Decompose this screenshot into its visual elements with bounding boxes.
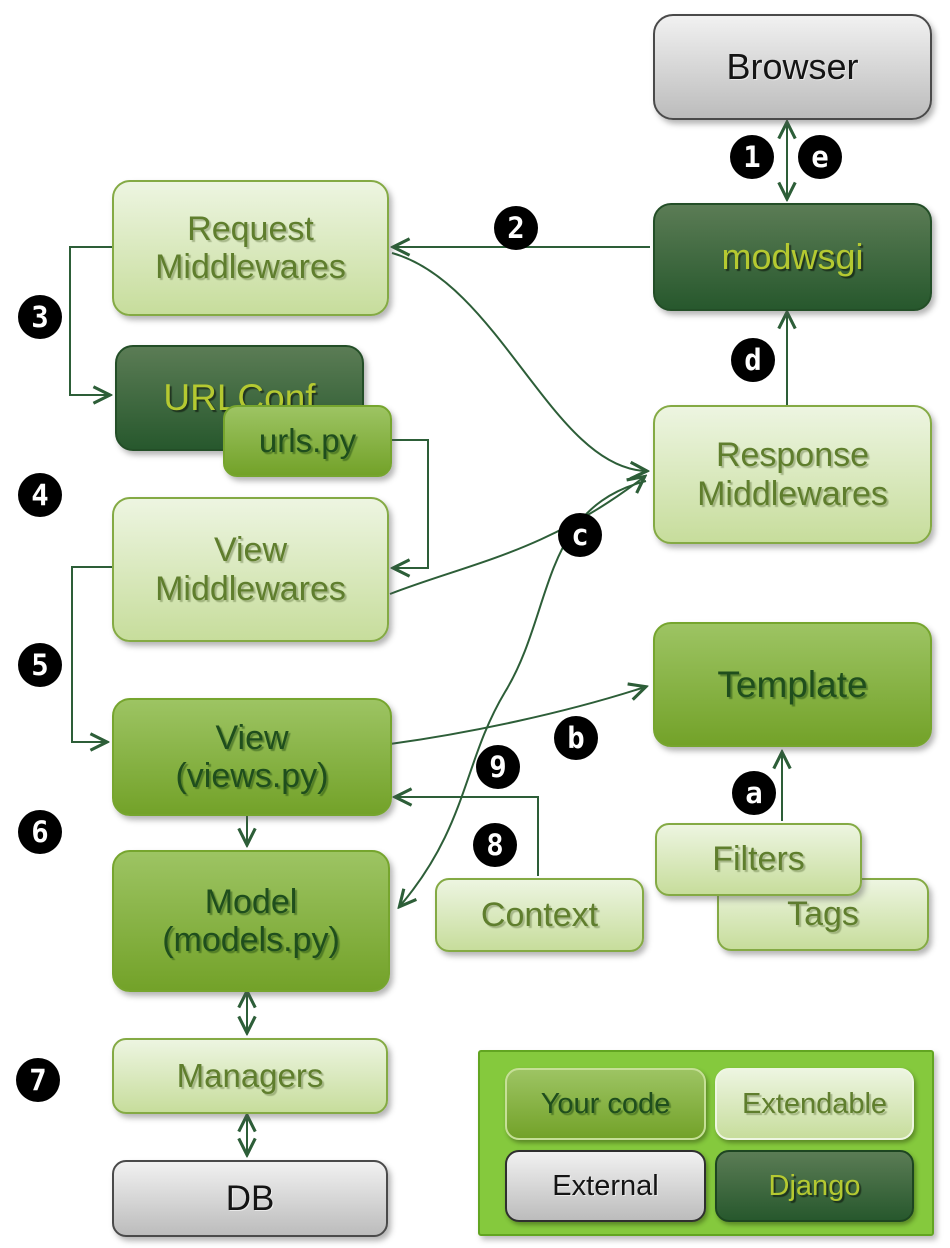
edge-urlspy-viewmw [389, 439, 429, 568]
step-badge-e: e [798, 135, 842, 179]
node-urls-py: urls.py [223, 405, 392, 477]
step-badge-6: 6 [18, 810, 62, 854]
step-badge-3: 3 [18, 295, 62, 339]
step-badge-5: 5 [18, 643, 62, 687]
edge-responsemw-model [400, 480, 647, 906]
step-badge-1: 1 [730, 135, 774, 179]
step-badge-8: 8 [473, 823, 517, 867]
step-badge-c: c [558, 513, 602, 557]
legend-item-your-code: Your code [505, 1068, 706, 1140]
node-filters: Filters [655, 823, 862, 896]
legend: Your code Extendable External Django [478, 1050, 934, 1236]
edge-viewmw-view [71, 566, 113, 742]
legend-item-django: Django [715, 1150, 914, 1222]
node-managers: Managers [112, 1038, 388, 1114]
node-view: View (views.py) [112, 698, 392, 816]
legend-item-external: External [505, 1150, 706, 1222]
step-badge-7: 7 [16, 1058, 60, 1102]
node-browser: Browser [653, 14, 932, 120]
node-db: DB [112, 1160, 388, 1237]
node-modwsgi: modwsgi [653, 203, 932, 311]
step-badge-4: 4 [18, 473, 62, 517]
step-badge-a: a [732, 771, 776, 815]
node-context: Context [435, 878, 644, 952]
step-badge-2: 2 [494, 206, 538, 250]
step-badge-9: 9 [476, 745, 520, 789]
edge-context-view [396, 797, 539, 876]
node-response-middlewares: Response Middlewares [653, 405, 932, 544]
node-view-middlewares: View Middlewares [112, 497, 389, 642]
edge-requestmw-responsemw [391, 252, 646, 471]
node-request-middlewares: Request Middlewares [112, 180, 389, 316]
legend-item-extendable: Extendable [715, 1068, 914, 1140]
edge-requestmw-urlconf [69, 246, 113, 395]
node-model: Model (models.py) [112, 850, 390, 992]
edge-viewmw-responsemw [389, 477, 644, 595]
step-badge-d: d [731, 338, 775, 382]
node-template: Template [653, 622, 932, 747]
step-badge-b: b [554, 716, 598, 760]
edge-view-template [389, 687, 645, 745]
